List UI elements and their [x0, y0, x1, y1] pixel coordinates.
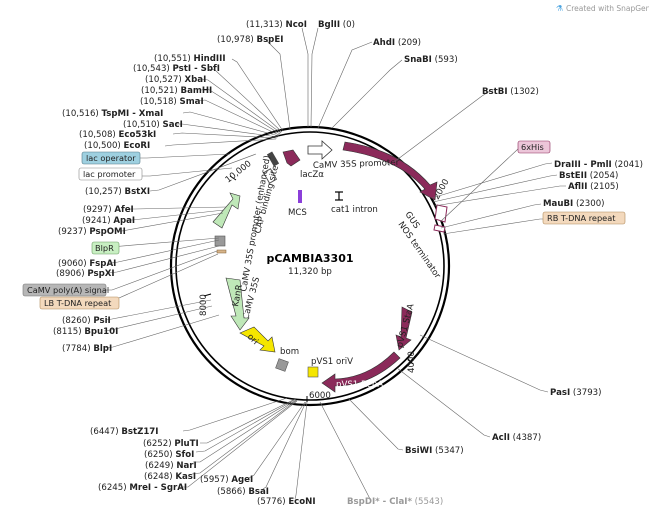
plasmid-name: pCAMBIA3301 — [266, 252, 353, 265]
lacz-label: lacZα — [300, 170, 324, 180]
site-bspdi-clai: BspDI* - ClaI* (5543) — [347, 497, 443, 507]
6xhis-tag-box — [517, 140, 551, 154]
mcs-label: MCS — [288, 208, 307, 218]
site-apai: (9241) ApaI — [82, 216, 135, 226]
tick-label-8000: 8000 — [199, 294, 209, 316]
site-bstbi: BstBI (1302) — [482, 87, 539, 97]
blpr-tag-box — [91, 241, 120, 255]
watermark: Created with SnapGene® — [566, 4, 649, 13]
site-psii: (8260) PsiI — [62, 316, 111, 326]
site-bpu10i: (8115) Bpu10I — [53, 327, 118, 337]
site-bsteii: BstEII (2054) — [559, 171, 618, 181]
site-bstxi: (10,257) BstXI — [85, 187, 150, 197]
leader-lines — [103, 27, 566, 500]
kanr-feature — [225, 277, 250, 331]
site-blpi: (7784) BlpI — [62, 344, 112, 354]
kanr-label: KanR — [231, 284, 245, 308]
lac-promoter-tag-box — [78, 167, 143, 181]
site-ecori: (10,500) EcoRI — [84, 141, 150, 151]
site-agei: (5957) AgeI — [200, 475, 253, 485]
site-ncoi: (11,313) NcoI — [246, 20, 307, 30]
site-pluti: (6252) PluTI — [143, 439, 199, 449]
site-bspei: (10,978) BspEI — [217, 35, 283, 45]
gus-feature — [434, 204, 448, 223]
site-pspxi: (8906) PspXI — [56, 269, 115, 279]
site-bsiwi: BsiWI (5347) — [405, 446, 464, 456]
camv-polya-marker — [216, 249, 227, 254]
sites-cluster-marker — [266, 151, 280, 167]
site-xbai: (10,527) XbaI — [145, 75, 206, 85]
backbone-circle — [169, 125, 451, 407]
camv35s-enhanced-arrow — [212, 192, 241, 229]
rb-tdna-repeat-tag: RB T-DNA repeat — [547, 213, 616, 223]
tick-label-6000: 6000 — [309, 391, 331, 401]
site-pasi: PasI (3793) — [550, 388, 602, 398]
lac-promoter-tag: lac promoter — [83, 169, 136, 179]
site-tspmi-xmai: (10,516) TspMI - XmaI — [62, 109, 163, 119]
lac-operator-tag-box — [81, 151, 141, 165]
pvs1-oriv-marker — [307, 366, 319, 378]
site-smai: (10,518) SmaI — [140, 97, 204, 107]
site-econi: (5776) EcoNI — [257, 497, 316, 507]
6xhis-tag: 6xHis — [521, 142, 544, 152]
camv-polya-tag-box — [22, 283, 107, 297]
lac-operator-tag: lac operator — [86, 153, 136, 163]
site-aflii: AflII (2105) — [568, 182, 619, 192]
cat1-intron-label: cat1 intron — [331, 205, 378, 215]
site-acli: AclI (4387) — [492, 433, 541, 443]
plasmid-size: 11,320 bp — [288, 267, 332, 277]
ori-feature — [239, 326, 276, 353]
site-mrei-sgrai: (6245) MreI - SgrAI — [98, 483, 187, 493]
cat1-intron-marker — [335, 191, 343, 201]
pvs1-repa-label: pVS1 RepA — [336, 380, 383, 390]
lac-white-arrow — [307, 140, 333, 160]
tick-label-4000: 4000 — [407, 351, 417, 373]
site-sfoi: (6250) SfoI — [144, 450, 194, 460]
site-hindiii: (10,551) HindIII — [154, 54, 226, 64]
camv-polya-tag: CaMV poly(A) signal — [27, 285, 109, 295]
camv35s-promoter-feature — [342, 141, 438, 201]
blpr-tag: BlpR — [95, 243, 114, 253]
lb-tdna-repeat-tag: LB T-DNA repeat — [44, 298, 112, 308]
site-bamhi: (10,521) BamHI — [141, 86, 212, 96]
site-ahdi: AhdI (209) — [373, 38, 421, 48]
camv35s-promoter-label: CaMV 35S promoter — [313, 158, 400, 171]
site-afei: (9297) AfeI — [83, 205, 134, 215]
site-maubi: MauBI (2300) — [543, 199, 605, 209]
site-bstz17i: (6447) BstZ17I — [90, 427, 158, 437]
site-snabi: SnaBI (593) — [404, 55, 458, 65]
site-kasi: (6248) KasI — [144, 472, 196, 482]
pvs1-repa-feature — [321, 351, 401, 393]
lacz-box — [262, 168, 278, 184]
site-pspomi: (9237) PspOMI — [58, 227, 126, 237]
lac-promoter-arrow — [282, 149, 301, 167]
mcs-marker — [298, 190, 302, 203]
rb-tdna-repeat-tag-box — [542, 211, 626, 225]
lb-tdna-repeat-tag-box — [39, 296, 120, 310]
site-saci: (10,510) SacI — [123, 120, 183, 130]
site-nari: (6249) NarI — [145, 461, 197, 471]
site-draiii-pmli: DraIII - PmlI (2041) — [554, 160, 643, 170]
site-psti-sbfi: (10,543) PstI - SbfI — [133, 64, 220, 74]
site-bglii: BglII (0) — [318, 20, 355, 30]
camv35s-enhanced-label: CaMV 35S promoter (enhanced) — [239, 155, 273, 293]
nos-terminator-feature — [433, 224, 446, 233]
site-eco53ki: (10,508) Eco53kI — [79, 130, 156, 140]
pvs1-staa-label: pVS1 StaA — [395, 303, 416, 349]
site-bsai: (5866) BsaI — [217, 487, 269, 497]
bom-label: bom — [280, 347, 299, 357]
bom-marker — [275, 358, 289, 372]
site-fspai: (9060) FspAI — [58, 259, 116, 269]
snapgene-icon: ⚗ — [556, 4, 563, 13]
pvs1-staa-feature — [395, 306, 413, 351]
blpr-marker — [214, 235, 226, 247]
tick-label-10000: 10,000 — [224, 159, 254, 185]
pvs1-oriv-label: pVS1 oriV — [311, 357, 353, 367]
